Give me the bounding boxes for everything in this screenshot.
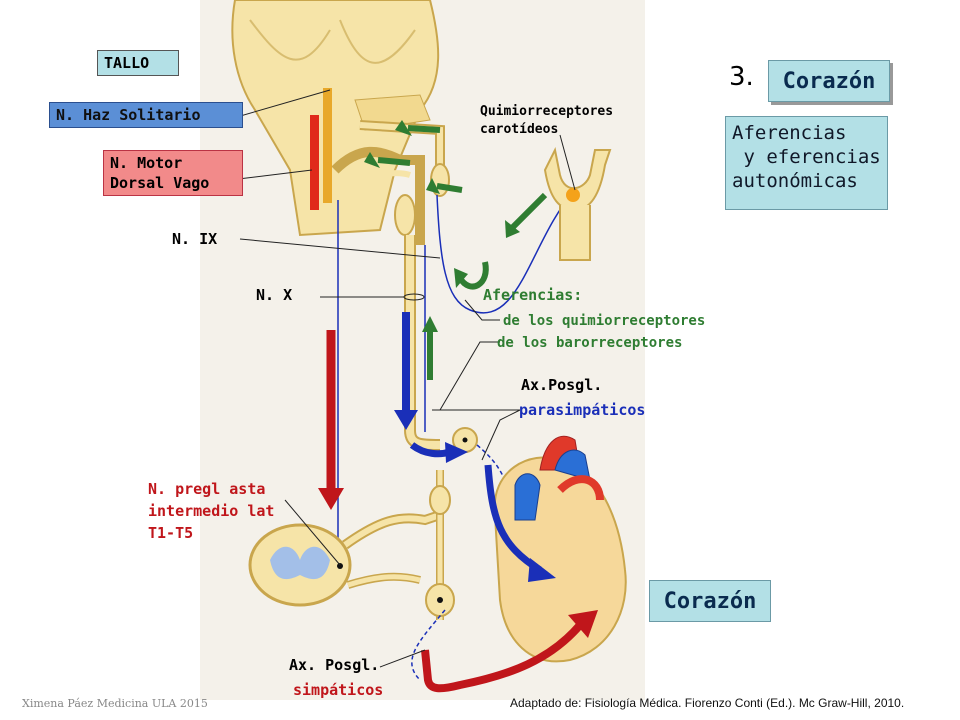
quimio-line2: carotídeos <box>480 122 559 137</box>
motor-label-line1: N. Motor <box>110 154 183 172</box>
pregl-line1: N. pregl asta <box>148 480 266 498</box>
solitary-nucleus-shape <box>323 88 332 203</box>
motor-label-line2: Dorsal Vago <box>110 174 210 192</box>
motor-dorsal-vago-label: N. Motor Dorsal Vago <box>103 150 243 196</box>
ax-posgl-simp-line2: simpáticos <box>293 681 384 699</box>
af-baro-label: de los barorreceptores <box>497 335 683 351</box>
pregl-label: N. pregl asta intermedio lat T1-T5 <box>148 478 274 544</box>
af-quimio-label: de los quimiorreceptores <box>503 313 706 329</box>
quimiorreceptores-label: Quimiorreceptores carotídeos <box>480 103 613 139</box>
haz-solitario-label: N. Haz Solitario <box>49 102 243 128</box>
ax-posgl-simp-line1: Ax. Posgl. <box>289 656 380 674</box>
ax-posgl-para-line2: parasimpáticos <box>519 401 646 419</box>
aff-box-line3: autonómicas <box>732 170 858 192</box>
parasympathetic-heart-arrow <box>484 464 542 573</box>
heart-label: Corazón <box>649 580 771 622</box>
leader-lines <box>229 89 576 668</box>
aferencias-label: Aferencias: <box>483 286 583 304</box>
sympathetic-heart-arrow <box>421 622 584 693</box>
aff-box-line2: y eferencias <box>732 146 881 168</box>
aferencias-eferencias-box: Aferencias y eferencias autonómicas <box>725 116 888 210</box>
aff-box-line1: Aferencias <box>732 122 847 144</box>
slide-number: 3. <box>729 62 754 92</box>
source-citation: Adaptado de: Fisiología Médica. Fiorenzo… <box>510 696 905 710</box>
dorsal-motor-nucleus-shape <box>310 115 319 210</box>
n-x-label: N. X <box>256 286 293 304</box>
tallo-label: TALLO <box>97 50 179 76</box>
title-corazon: Corazón <box>768 60 890 102</box>
ax-posgl-para-line1: Ax.Posgl. <box>521 376 603 394</box>
afferent-arrows <box>377 125 548 380</box>
quimio-line1: Quimiorreceptores <box>480 104 614 119</box>
carotid-artery <box>543 146 612 212</box>
pregl-line2: intermedio lat <box>148 502 275 520</box>
n-ix-label: N. IX <box>172 230 218 248</box>
pregl-line3: T1-T5 <box>148 524 194 542</box>
author-credit: Ximena Páez Medicina ULA 2015 <box>22 697 208 710</box>
